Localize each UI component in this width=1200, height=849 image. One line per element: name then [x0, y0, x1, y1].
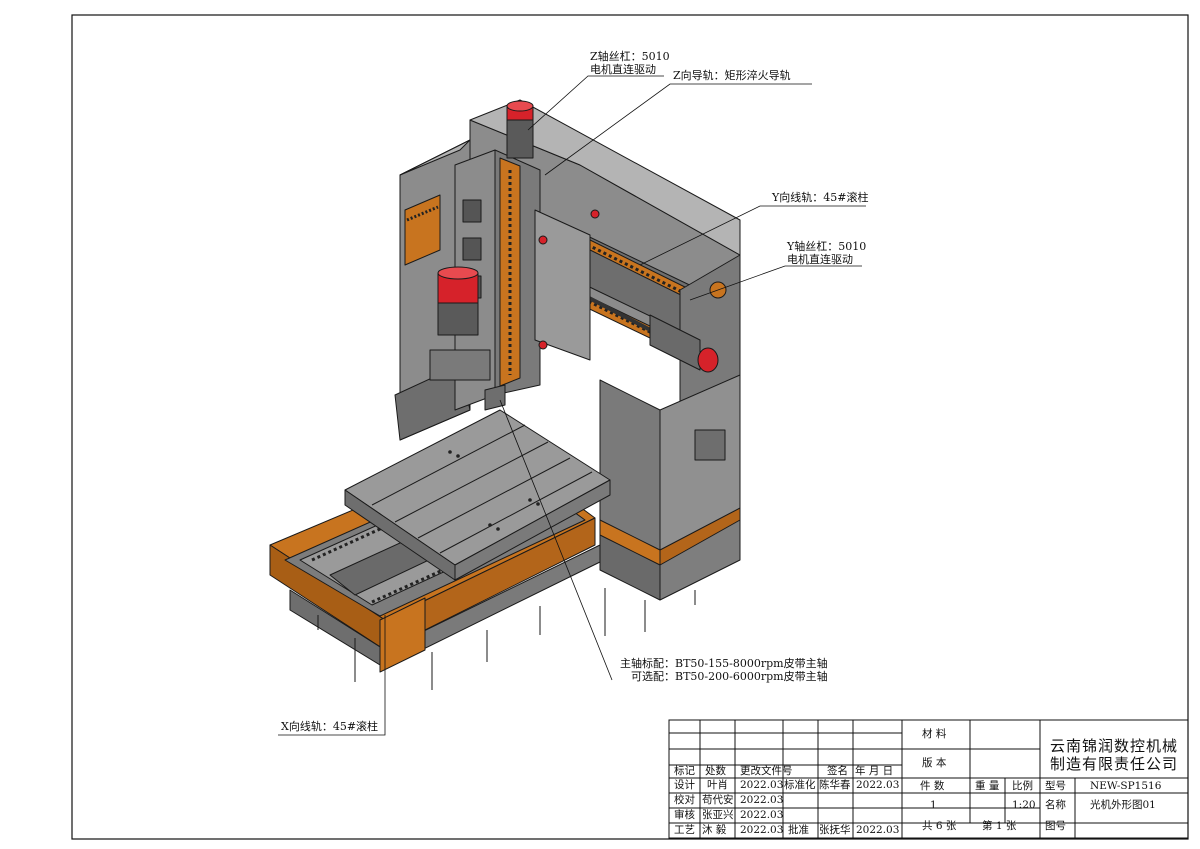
- rev-header-sign: 签名: [827, 765, 848, 777]
- callout-z-guide-text: Z向导轨：矩形淬火导轨: [673, 69, 791, 82]
- scale-value: 1:20: [1012, 799, 1036, 811]
- rev-header-change-doc: 更改文件号: [740, 765, 793, 777]
- sheet-current: 第 1 张: [982, 820, 1017, 832]
- spindle-motor: [429, 266, 491, 381]
- row-process-date2: 2022.03: [856, 824, 900, 836]
- row-process-name: 沐 毅: [702, 824, 727, 836]
- callout-y-screw-line1: Y轴丝杠：5010: [787, 240, 867, 253]
- right-column: [599, 374, 741, 632]
- callout-y-rail-text: Y向线轨：45#滚柱: [772, 191, 869, 204]
- rev-header-mark: 标记: [674, 765, 695, 777]
- row-design-name: 叶肖: [707, 779, 728, 791]
- model-label: 型号: [1045, 780, 1066, 792]
- name-value: 光机外形图01: [1090, 799, 1156, 811]
- callout-z-screw-line2: 电机直连驱动: [590, 63, 656, 76]
- leader-spindle: [499, 399, 613, 681]
- row-review-name: 张亚兴: [702, 809, 734, 821]
- row-check-name: 苟代安: [702, 794, 734, 806]
- callout-spindle-line1: 主轴标配：BT50-155-8000rpm皮带主轴: [620, 657, 828, 670]
- scale-label: 比例: [1012, 780, 1033, 792]
- callout-z-screw-line1: Z轴丝杠：5010: [590, 50, 670, 63]
- row-review-date: 2022.03: [740, 809, 784, 821]
- title-block-grid: [668, 719, 1189, 839]
- company-name-line2: 制造有限责任公司: [1050, 755, 1179, 773]
- callout-x-rail-text: X向线轨：45#滚柱: [281, 720, 379, 733]
- row-check-date: 2022.03: [740, 794, 784, 806]
- version-label: 版 本: [922, 757, 947, 769]
- row-design-role: 设计: [674, 779, 695, 791]
- leader-z-screw: [527, 75, 664, 131]
- row-process-date: 2022.03: [740, 824, 784, 836]
- z-axis-motor: [506, 100, 534, 159]
- quantity-label: 件 数: [920, 780, 945, 792]
- leader-z-guide: [544, 83, 812, 176]
- row-process-role2: 批准: [788, 824, 809, 836]
- drawing-no-label: 图号: [1045, 820, 1066, 832]
- callout-y-screw-line2: 电机直连驱动: [787, 253, 853, 266]
- drawing-border: [71, 14, 1189, 840]
- callout-y-screw: Y轴丝杠：5010 电机直连驱动: [787, 240, 866, 266]
- model-value: NEW-SP1516: [1090, 780, 1162, 792]
- row-process-name2: 张抚华: [819, 824, 851, 836]
- row-design-date2: 2022.03: [856, 779, 900, 791]
- leader-y-screw: [689, 265, 862, 301]
- quantity-value: 1: [930, 799, 937, 811]
- callout-spindle-line2: 可选配：BT50-200-6000rpm皮带主轴: [631, 670, 828, 683]
- leader-y-rail: [639, 205, 866, 266]
- callout-y-rail: Y向线轨：45#滚柱: [772, 191, 868, 204]
- row-process-role: 工艺: [674, 824, 695, 836]
- callout-z-screw: Z轴丝杠：5010 电机直连驱动: [590, 50, 670, 76]
- sheets-total: 共 6 张: [922, 820, 957, 832]
- company-name-line1: 云南锦润数控机械: [1050, 737, 1179, 755]
- row-review-role: 审核: [674, 809, 695, 821]
- row-design-name2: 陈华春: [819, 779, 851, 791]
- callout-z-guide: Z向导轨：矩形淬火导轨: [673, 69, 791, 82]
- leader-lines: [278, 75, 866, 736]
- row-design-role2: 标准化: [784, 779, 816, 791]
- name-label: 名称: [1045, 799, 1066, 811]
- worktable: [344, 409, 611, 581]
- row-design-date: 2022.03: [740, 779, 784, 791]
- leader-x-rail: [278, 615, 386, 736]
- y-axis-motor: [649, 314, 719, 373]
- rev-header-date: 年 月 日: [855, 765, 894, 777]
- rev-header-count: 处数: [705, 765, 726, 777]
- row-check-role: 校对: [674, 794, 695, 806]
- callout-spindle: 主轴标配：BT50-155-8000rpm皮带主轴 可选配：BT50-200-6…: [620, 657, 828, 683]
- material-label: 材 料: [922, 728, 947, 740]
- callout-x-rail: X向线轨：45#滚柱: [281, 720, 378, 733]
- machine-illustration: [269, 99, 741, 690]
- weight-label: 重 量: [975, 780, 1000, 792]
